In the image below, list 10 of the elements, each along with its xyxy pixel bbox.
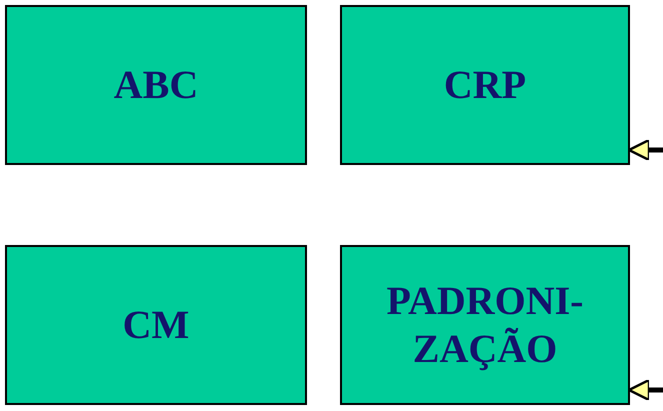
process-box — [340, 245, 630, 405]
process-box — [5, 245, 307, 405]
box-label: PADRONI- ZAÇÃO — [385, 277, 584, 373]
box-label: ABC — [114, 61, 198, 109]
arrow — [628, 378, 663, 402]
box-label: CM — [122, 301, 190, 349]
box-label: CRP — [444, 61, 526, 109]
process-box — [5, 5, 307, 165]
process-box — [340, 5, 630, 165]
arrow — [628, 138, 663, 162]
